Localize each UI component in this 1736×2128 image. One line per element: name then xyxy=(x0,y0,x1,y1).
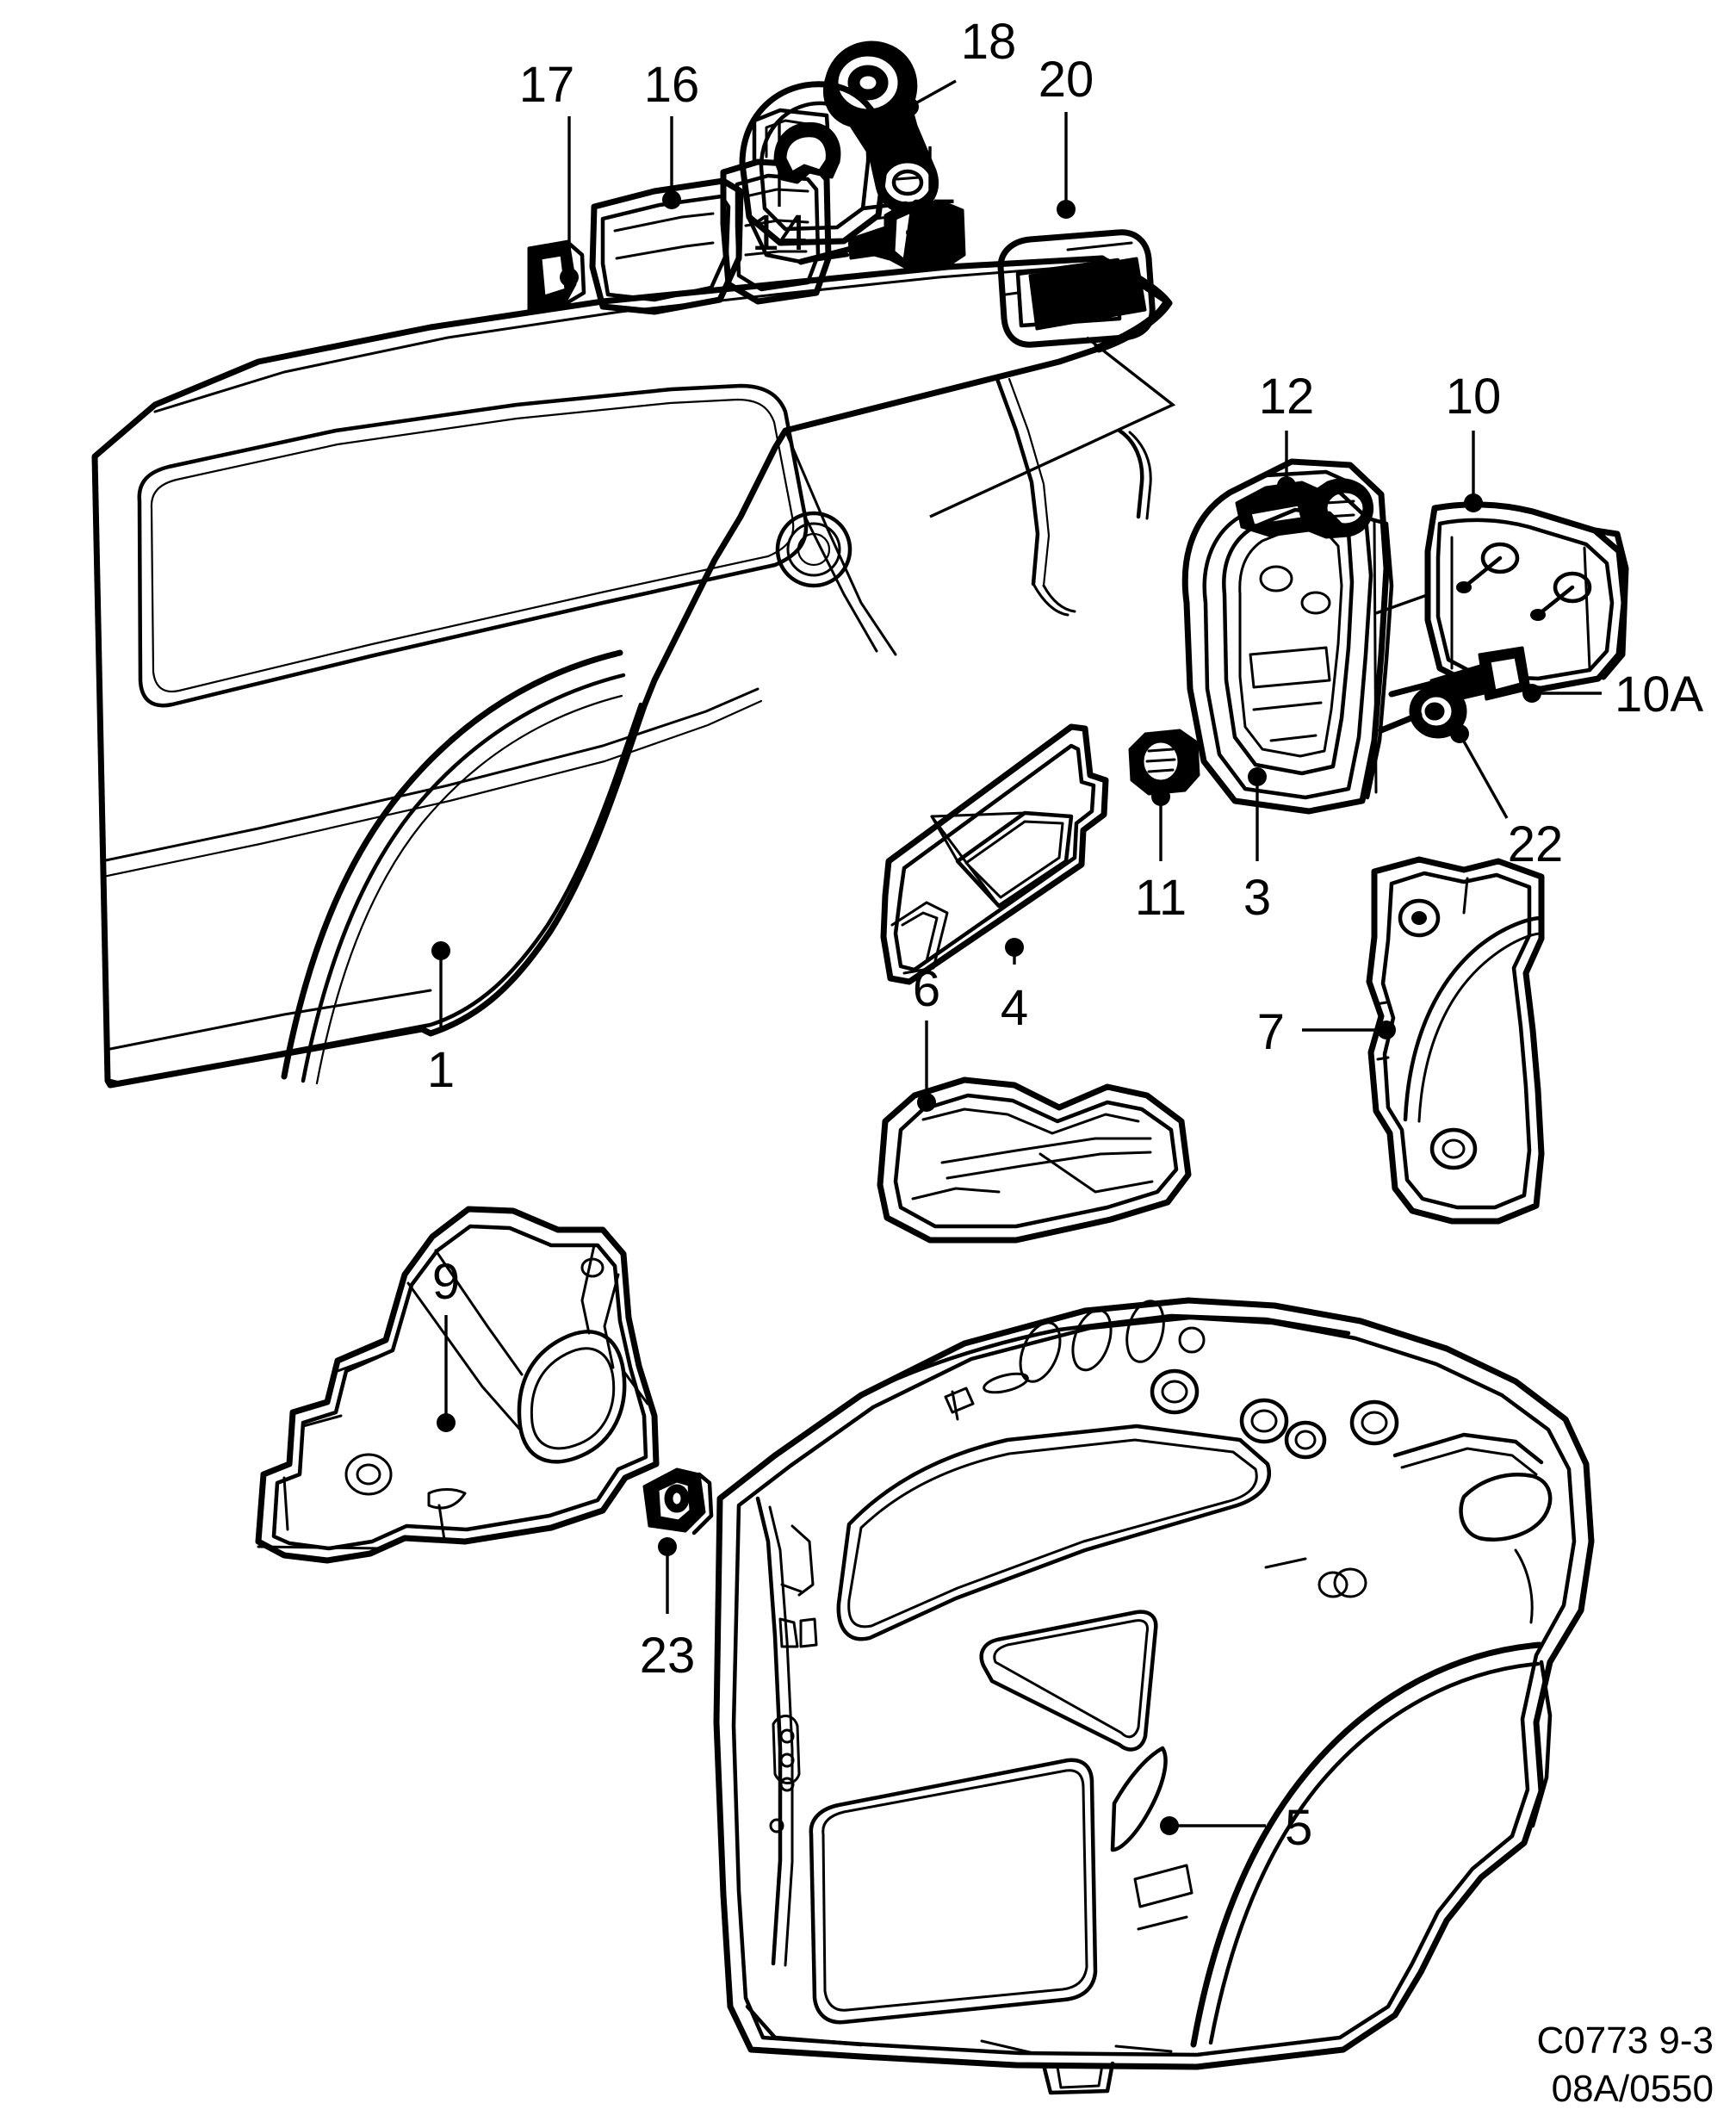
callout-17[interactable]: 17 xyxy=(519,57,579,287)
callout-6-label: 6 xyxy=(913,961,940,1017)
callout-layer: 17 16 18 14 15 20 xyxy=(427,14,1704,1856)
footer-block: C0773 9-3 08A/0550 xyxy=(1537,2019,1714,2110)
callout-10A[interactable]: 10A xyxy=(1522,667,1704,723)
part-3-fuel-filler-housing xyxy=(1181,458,1430,815)
callout-10A-label: 10A xyxy=(1615,667,1704,723)
part-11-grommet-nut xyxy=(1128,729,1200,796)
callout-17-label: 17 xyxy=(519,57,575,113)
callout-5[interactable]: 5 xyxy=(1160,1800,1312,1856)
callout-20-label: 20 xyxy=(1038,52,1094,108)
part-4-reinforcement-plate xyxy=(880,723,1109,985)
part-17-end-cap xyxy=(527,239,586,312)
part-10-fuel-filler-door xyxy=(1424,501,1629,692)
callout-10[interactable]: 10 xyxy=(1446,369,1502,512)
callout-3-label: 3 xyxy=(1243,870,1271,926)
callout-16-label: 16 xyxy=(644,57,700,113)
part-20-vent-grille xyxy=(929,229,1176,518)
callout-15[interactable]: 15 xyxy=(902,146,958,246)
callout-5-label: 5 xyxy=(1285,1800,1312,1856)
part-22-washer-grommet xyxy=(1378,684,1467,739)
callout-1[interactable]: 1 xyxy=(427,941,455,1098)
callout-1-label: 1 xyxy=(427,1042,455,1098)
callout-12[interactable]: 12 xyxy=(1259,369,1315,495)
callout-22[interactable]: 22 xyxy=(1450,724,1563,872)
callout-9[interactable]: 9 xyxy=(432,1254,460,1432)
callout-18-label: 18 xyxy=(961,14,1017,70)
callout-14[interactable]: 14 xyxy=(752,120,808,262)
part-5-inner-quarter-panel xyxy=(713,1297,1595,2095)
callout-10-label: 10 xyxy=(1446,369,1502,425)
callout-9-label: 9 xyxy=(432,1254,460,1310)
footer-line-1: C0773 9-3 xyxy=(1537,2019,1714,2062)
part-15-hex-bolt xyxy=(797,200,966,270)
callout-14-label: 14 xyxy=(752,205,808,261)
callout-23-label: 23 xyxy=(640,1628,696,1684)
callout-11-label: 11 xyxy=(1135,870,1187,926)
callout-3[interactable]: 3 xyxy=(1243,767,1271,926)
callout-16[interactable]: 16 xyxy=(644,57,700,209)
callout-18[interactable]: 18 xyxy=(900,14,1016,116)
callout-11[interactable]: 11 xyxy=(1135,787,1187,926)
callout-7[interactable]: 7 xyxy=(1257,1004,1396,1060)
part-9-lower-rear-bracket xyxy=(255,1206,660,1564)
callout-4[interactable]: 4 xyxy=(1001,938,1028,1036)
callout-15-label: 15 xyxy=(902,189,958,245)
callout-12-label: 12 xyxy=(1259,369,1315,425)
part-23-cage-nut-clip xyxy=(642,1467,714,1536)
callout-4-label: 4 xyxy=(1001,980,1028,1036)
part-1-quarter-panel-outer xyxy=(91,255,1173,1089)
callout-23[interactable]: 23 xyxy=(640,1537,696,1684)
callout-22-label: 22 xyxy=(1508,816,1564,872)
footer-line-2: 08A/0550 xyxy=(1552,2068,1714,2110)
callout-20[interactable]: 20 xyxy=(1038,52,1094,219)
callout-7-label: 7 xyxy=(1257,1004,1285,1060)
part-7-wheelhouse-panel xyxy=(1366,856,1545,1225)
callout-6[interactable]: 6 xyxy=(913,961,940,1112)
part-6-sill-reinforcement xyxy=(877,1076,1192,1244)
